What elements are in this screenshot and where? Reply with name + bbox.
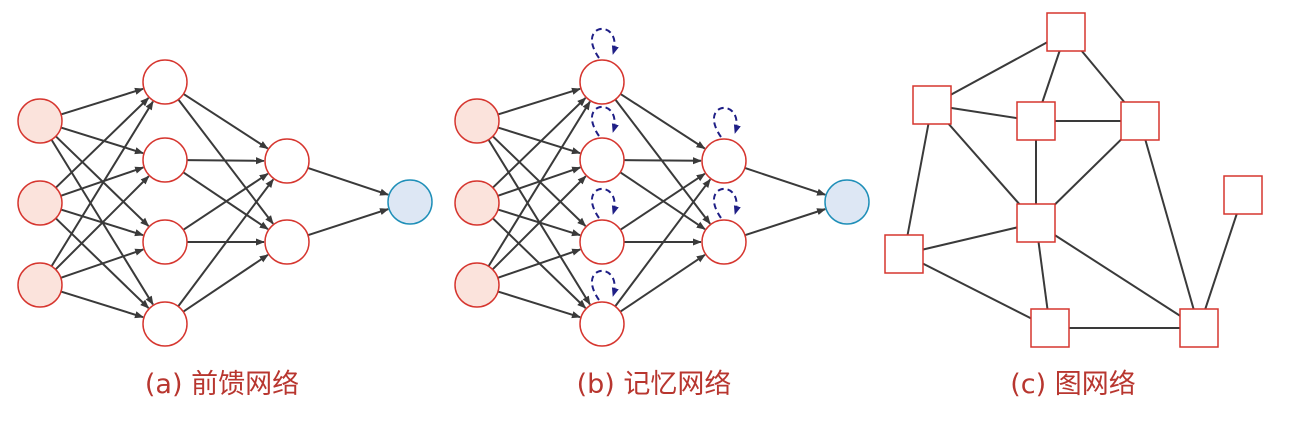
output-node	[387, 179, 433, 225]
input-node-1	[17, 98, 63, 144]
graph-node-2	[912, 85, 952, 125]
input-node-1	[454, 98, 500, 144]
hidden1-node-4	[142, 301, 188, 347]
edge-input-3-to-hidden1-3	[60, 248, 145, 279]
edge-hidden1-4-to-hidden2-1	[177, 178, 275, 307]
graph-node-1	[1046, 12, 1086, 52]
graph-edge-6-9	[1035, 222, 1200, 329]
hidden2-node-1	[264, 138, 310, 184]
edge-input-1-to-hidden1-1	[497, 87, 581, 116]
edge-input-2-to-hidden1-2	[60, 166, 145, 197]
input-node-3	[17, 262, 63, 308]
memory-network-panel	[454, 28, 870, 347]
edge-input-1-to-hidden1-2	[60, 126, 144, 155]
graph-node-7	[884, 234, 924, 274]
hidden1-node-3	[142, 219, 188, 265]
edge-input-3-to-hidden1-2	[491, 175, 587, 271]
recurrent-loop-hidden1-4	[591, 270, 619, 301]
recurrent-loop-hidden1-1	[591, 28, 619, 59]
caption-graph: (c) 图网络	[1010, 369, 1136, 400]
graph-edge-7-8	[903, 253, 1051, 329]
graph-node-5	[1223, 175, 1263, 215]
edge-input-2-to-hidden1-1	[55, 97, 150, 189]
graph-node-3	[1016, 101, 1056, 141]
edge-input-3-to-hidden1-1	[487, 100, 591, 267]
input-node-3	[454, 262, 500, 308]
edge-hidden2-1-to-output	[744, 167, 827, 196]
edge-input-1-to-hidden1-2	[497, 126, 581, 155]
edge-input-3-to-hidden1-2	[54, 175, 150, 271]
edge-hidden1-4-to-hidden2-2	[182, 254, 269, 313]
output-node	[824, 179, 870, 225]
edge-hidden1-2-to-hidden2-1	[623, 157, 702, 165]
edge-hidden2-2-to-output	[744, 208, 826, 237]
edge-hidden1-2-to-hidden2-1	[186, 157, 265, 165]
feedforward-network-panel	[17, 59, 433, 347]
edge-hidden2-1-to-output	[307, 167, 390, 196]
graph-edge-6-7	[903, 222, 1037, 255]
edge-hidden1-1-to-hidden2-2	[177, 98, 274, 225]
edge-input-1-to-hidden1-1	[60, 87, 144, 116]
graph-node-9	[1179, 308, 1219, 348]
recurrent-loop-hidden1-3	[591, 188, 619, 219]
input-node-2	[454, 180, 500, 226]
graph-edge-2-7	[903, 104, 933, 255]
graph-node-4	[1120, 101, 1160, 141]
recurrent-loop-hidden2-2	[713, 188, 741, 219]
edge-input-3-to-hidden1-3	[497, 248, 582, 279]
graph-node-8	[1030, 308, 1070, 348]
edge-hidden1-3-to-hidden2-1	[182, 172, 269, 231]
edge-hidden1-1-to-hidden2-1	[182, 93, 269, 150]
edge-input-3-to-hidden1-4	[497, 290, 581, 319]
hidden1-node-1	[579, 59, 625, 105]
input-node-2	[17, 180, 63, 226]
edge-hidden1-1-to-hidden2-2	[614, 98, 711, 225]
graph-edge-5-9	[1198, 194, 1244, 329]
edge-hidden1-3-to-hidden2-1	[619, 172, 706, 231]
hidden1-node-3	[579, 219, 625, 265]
hidden2-node-2	[264, 219, 310, 265]
edge-hidden1-4-to-hidden2-2	[619, 254, 706, 313]
graph-network-panel	[884, 12, 1263, 348]
recurrent-loop-hidden2-1	[713, 107, 741, 138]
edge-hidden1-1-to-hidden2-1	[619, 93, 706, 150]
edge-hidden2-2-to-output	[307, 208, 389, 237]
recurrent-loop-hidden1-2	[591, 106, 619, 137]
hidden1-node-2	[142, 137, 188, 183]
caption-feedforward: (a) 前馈网络	[145, 369, 299, 400]
edge-hidden1-4-to-hidden2-1	[614, 178, 712, 307]
graph-edge-4-9	[1139, 120, 1200, 329]
edge-input-2-to-hidden1-2	[497, 166, 582, 197]
hidden1-node-1	[142, 59, 188, 105]
caption-memory: (b) 记忆网络	[577, 369, 732, 400]
hidden1-node-2	[579, 137, 625, 183]
edge-input-3-to-hidden1-4	[60, 290, 144, 319]
graph-edge-1-2	[931, 31, 1067, 106]
edge-input-2-to-hidden1-1	[492, 97, 587, 189]
graph-node-6	[1016, 203, 1056, 243]
hidden2-node-2	[701, 219, 747, 265]
edge-input-3-to-hidden1-1	[50, 100, 154, 267]
hidden1-node-4	[579, 301, 625, 347]
hidden2-node-1	[701, 138, 747, 184]
